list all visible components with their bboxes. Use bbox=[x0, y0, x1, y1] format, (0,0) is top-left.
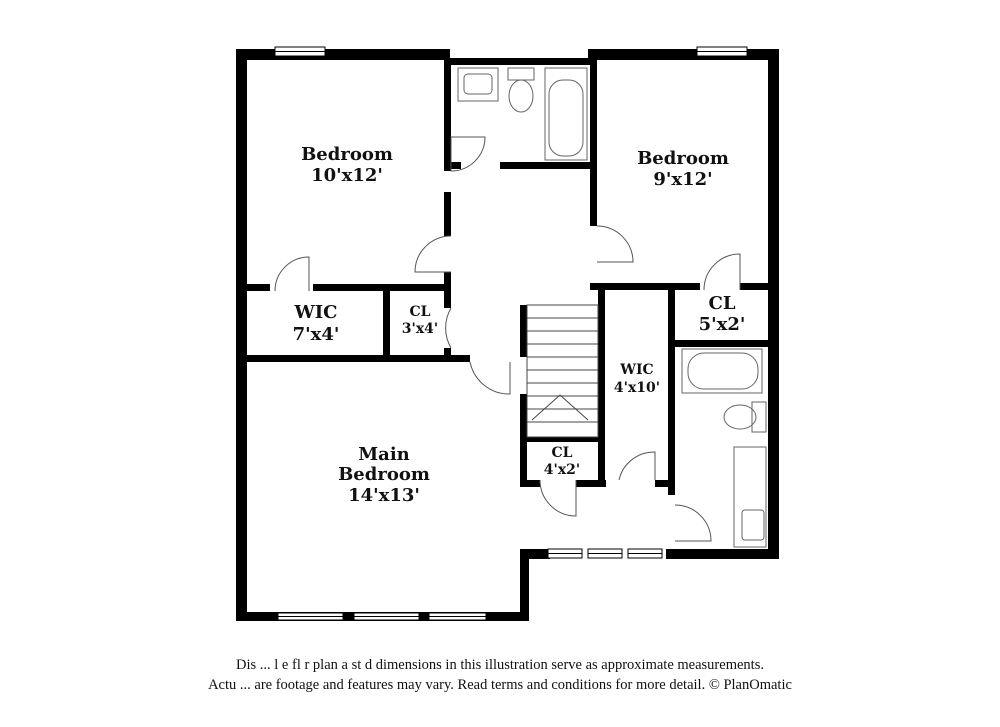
label-wic-left-size: 7'x4' bbox=[293, 324, 340, 345]
door-bath-right bbox=[674, 504, 712, 542]
disclaimer-line-2: Actu ... are footage and features may va… bbox=[208, 677, 792, 693]
vanity-right bbox=[733, 446, 767, 548]
toilet-tank-right bbox=[751, 401, 767, 433]
label-wic-center-size: 4'x10' bbox=[614, 380, 660, 396]
door-bedroom-left bbox=[414, 235, 452, 273]
label-bedroom-right-name: Bedroom bbox=[637, 148, 729, 169]
door-closet-right bbox=[703, 253, 741, 291]
door-bedroom-right bbox=[596, 225, 634, 263]
label-wic-center-name: WIC bbox=[619, 362, 653, 378]
disclaimer-line-1: Dis ... l e fl r plan a st d dimensions … bbox=[236, 657, 764, 673]
label-main-bedroom-line2: Bedroom bbox=[338, 464, 430, 485]
windows bbox=[274, 46, 748, 621]
room-labels: Bedroom 10'x12' Bedroom 9'x12' WIC 7'x4'… bbox=[293, 144, 746, 506]
disclaimer: Dis ... l e fl r plan a st d dimensions … bbox=[0, 655, 1000, 695]
toilet-bowl-right bbox=[723, 404, 757, 430]
doors bbox=[274, 136, 741, 542]
label-bedroom-left-size: 10'x12' bbox=[311, 165, 383, 186]
label-closet-mid-size: 3'x4' bbox=[402, 321, 438, 337]
door-bath-top bbox=[450, 136, 486, 172]
staircase bbox=[526, 304, 599, 438]
fixtures bbox=[457, 67, 767, 548]
label-closet-right-size: 5'x2' bbox=[699, 314, 746, 335]
label-closet-stair-name: CL bbox=[552, 445, 573, 461]
door-closet-stair bbox=[539, 479, 577, 517]
bathtub-right bbox=[681, 348, 763, 394]
label-wic-left-name: WIC bbox=[294, 302, 338, 323]
door-closet-mid bbox=[445, 307, 452, 349]
bathtub-top bbox=[544, 67, 588, 161]
label-bedroom-right-size: 9'x12' bbox=[653, 169, 712, 190]
toilet-bowl-top bbox=[508, 79, 534, 113]
interior-walls bbox=[236, 58, 770, 495]
sink-top bbox=[457, 67, 499, 102]
label-closet-stair-size: 4'x2' bbox=[544, 462, 580, 478]
label-bedroom-left-name: Bedroom bbox=[301, 144, 393, 165]
label-main-bedroom-line1: Main bbox=[358, 444, 410, 465]
door-wic-center bbox=[618, 451, 656, 481]
label-closet-right-name: CL bbox=[709, 293, 736, 314]
door-wic-left bbox=[274, 256, 310, 292]
label-closet-mid-name: CL bbox=[410, 304, 431, 320]
label-main-bedroom-size: 14'x13' bbox=[348, 485, 420, 506]
toilet-tank-top bbox=[507, 67, 535, 81]
door-main-bedroom bbox=[469, 361, 511, 395]
